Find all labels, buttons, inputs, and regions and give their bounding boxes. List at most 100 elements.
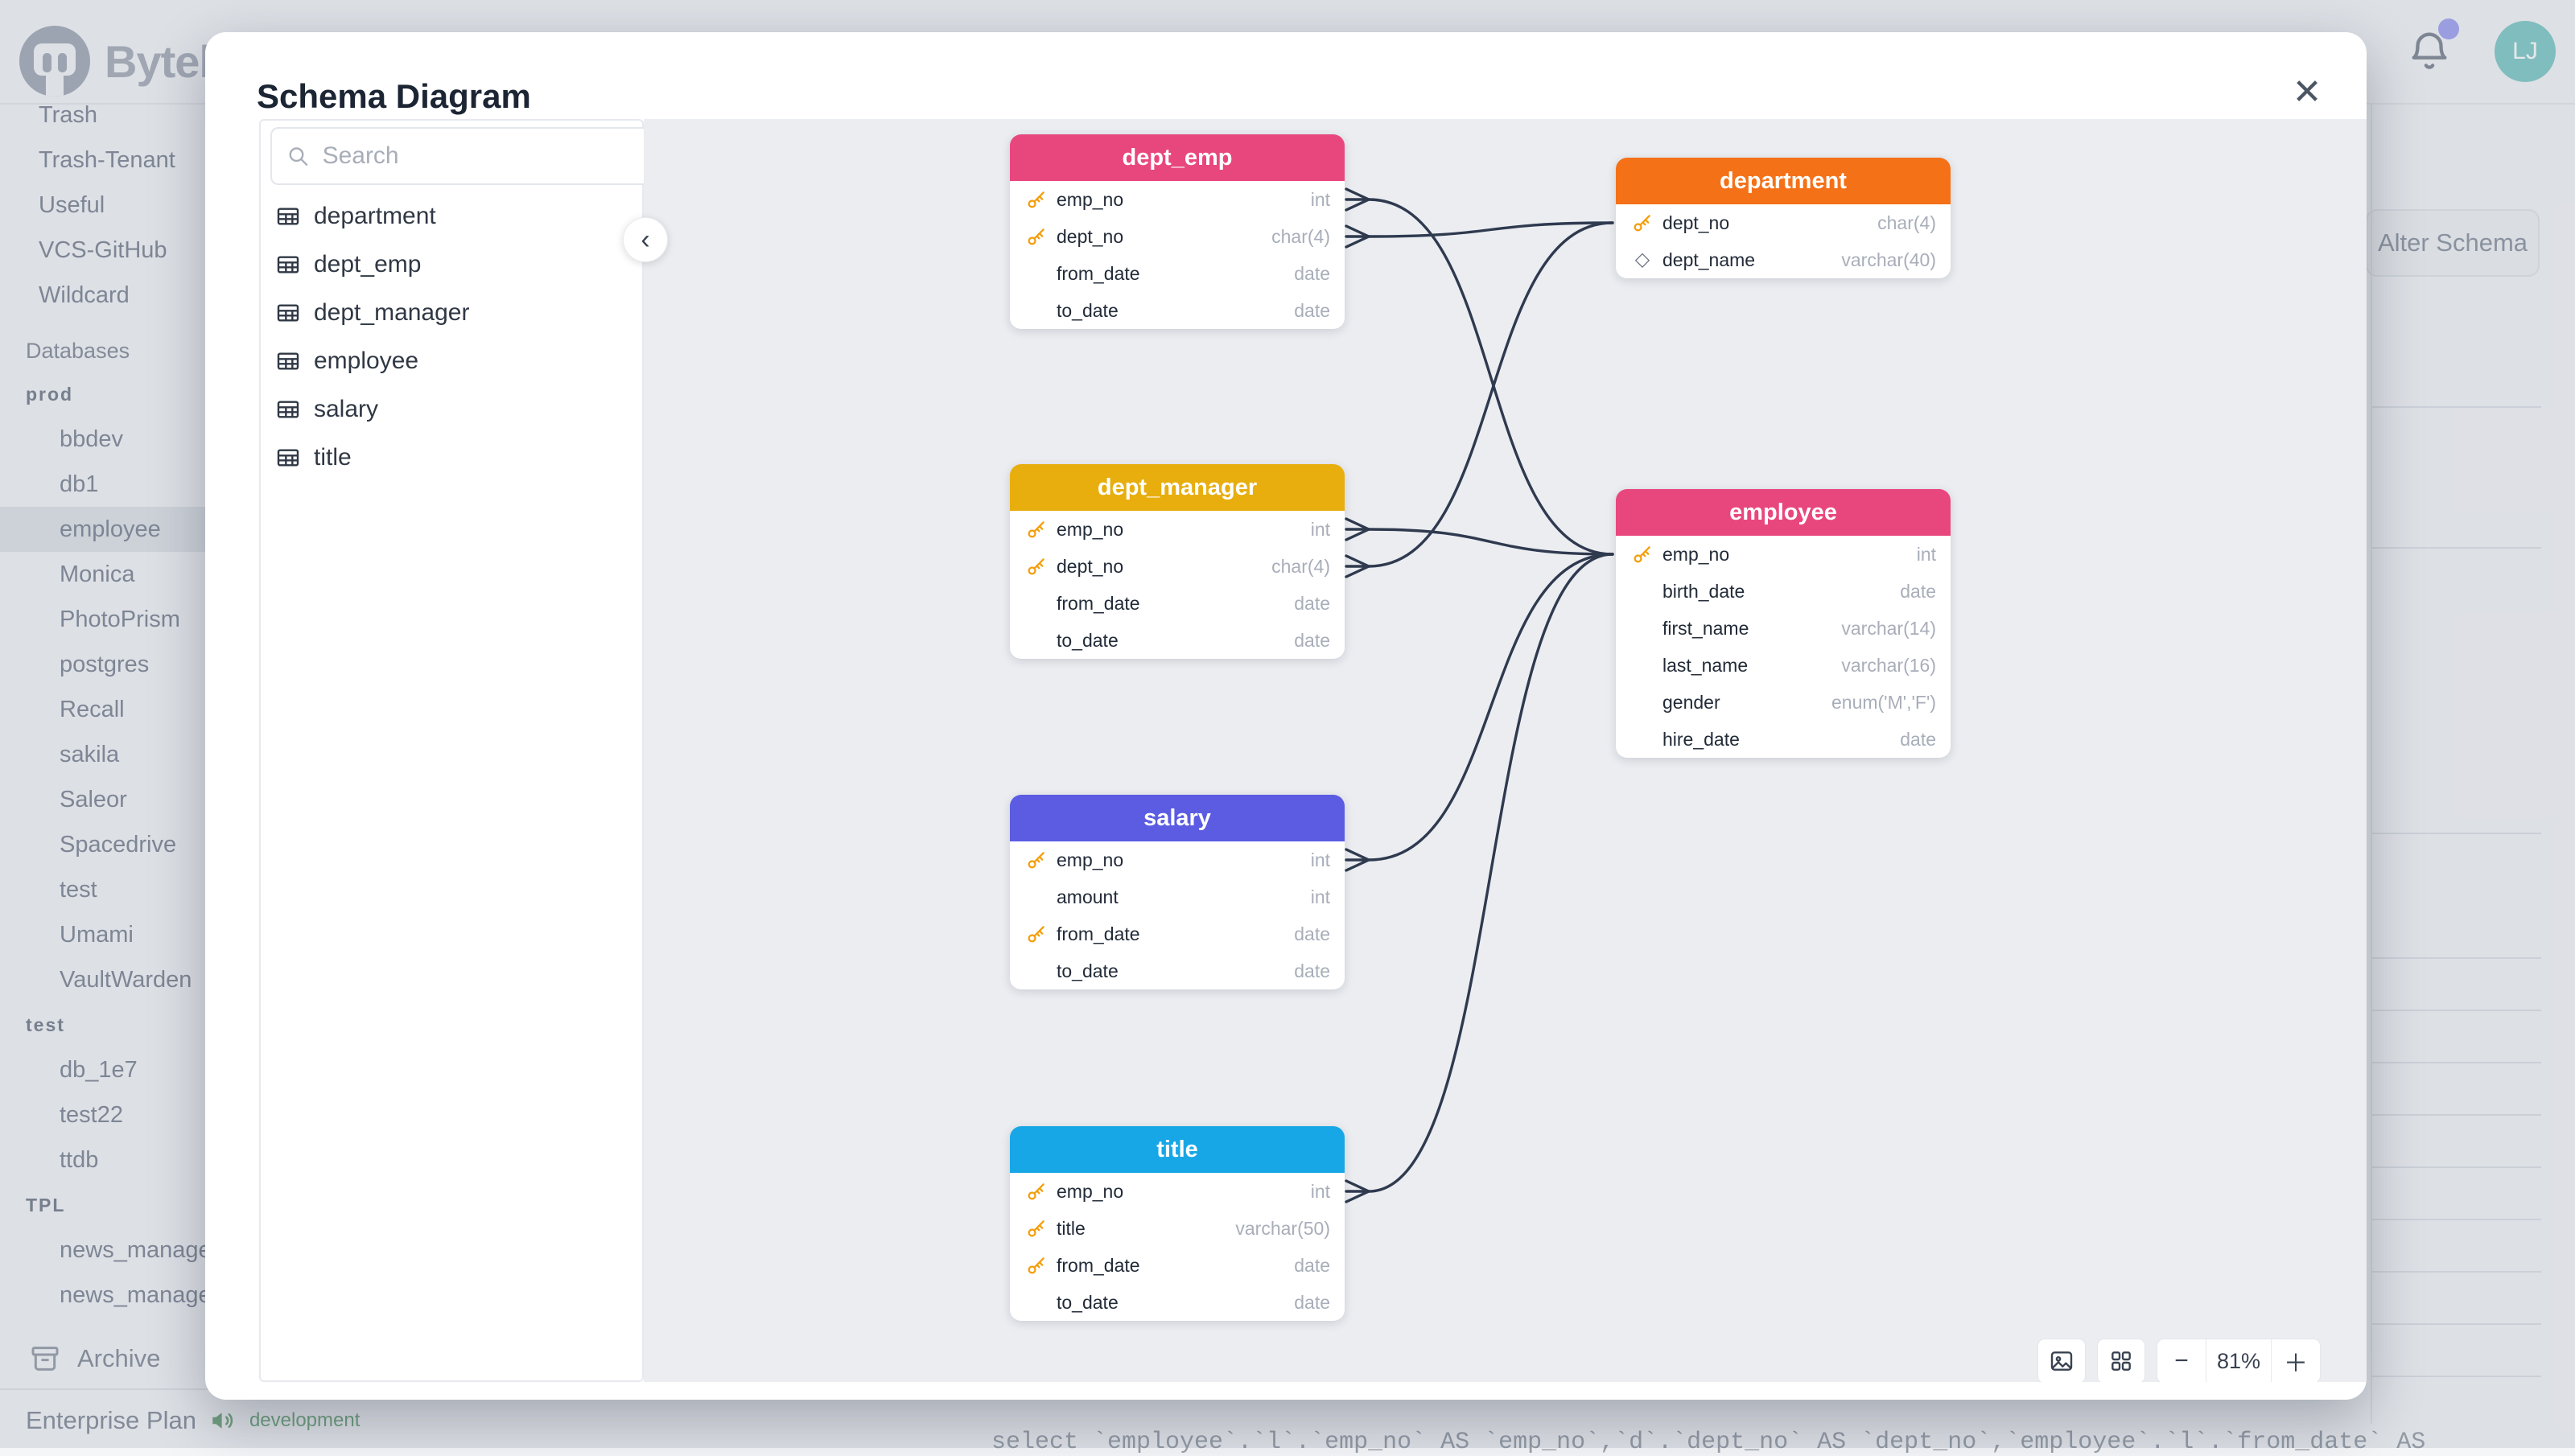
sidebar-item-test22: test22 — [60, 1101, 123, 1128]
column-name: dept_no — [1662, 212, 1730, 233]
primary-key-icon — [1630, 212, 1654, 233]
column-name: amount — [1057, 886, 1119, 907]
primary-key-icon — [1630, 544, 1654, 565]
table-icon — [277, 304, 299, 322]
sidebar-item-db_1e7: db_1e7 — [60, 1056, 138, 1083]
diamond-icon: ◇ — [1634, 249, 1650, 270]
search-box[interactable] — [270, 127, 652, 185]
primary-key-icon — [1024, 1181, 1049, 1202]
zoom-out-button[interactable]: − — [2157, 1339, 2206, 1382]
column-row-department-dept_no: dept_no char(4) — [1616, 204, 1951, 241]
relation-dept_emp-emp_no-to-employee-emp_no — [1345, 187, 1614, 556]
bg-row-line — [2372, 547, 2541, 549]
column-type: char(4) — [1271, 225, 1330, 247]
column-name: from_date — [1057, 592, 1140, 614]
column-type: date — [1294, 1254, 1330, 1276]
table-list-label: salary — [314, 396, 379, 422]
image-icon — [2050, 1351, 2073, 1371]
column-name: emp_no — [1662, 543, 1730, 565]
table-list-item-department[interactable]: department — [261, 192, 642, 241]
notification-dot — [2438, 18, 2459, 39]
key-icon — [1634, 215, 1650, 232]
avatar: LJ — [2495, 21, 2556, 82]
zoom-in-button[interactable]: ＋ — [2271, 1339, 2320, 1382]
column-name: hire_date — [1662, 728, 1740, 750]
column-type: date — [1294, 299, 1330, 321]
bg-row-line — [2372, 957, 2541, 959]
relation-dept_manager-emp_no-to-employee-emp_no — [1345, 517, 1614, 556]
column-type: enum('M','F') — [1831, 691, 1936, 713]
sidebar-group-test: test — [26, 1014, 65, 1035]
sidebar-item-trash-tenant: Trash-Tenant — [39, 146, 175, 173]
bytebase-logo-icon — [19, 26, 90, 97]
sidebar-group-TPL: TPL — [26, 1194, 66, 1215]
column-type: date — [1294, 629, 1330, 651]
column-type: date — [1900, 728, 1936, 750]
sidebar-item-archive: Archive — [0, 1336, 512, 1381]
column-type: date — [1900, 580, 1936, 602]
column-type: char(4) — [1271, 555, 1330, 577]
collapse-panel-button[interactable]: ‹ — [623, 217, 668, 262]
search-input[interactable] — [320, 142, 636, 171]
column-row-dept_manager-dept_no: dept_no char(4) — [1010, 548, 1345, 585]
column-type: date — [1294, 923, 1330, 944]
speaker-icon — [212, 1413, 233, 1429]
primary-key-icon — [1024, 189, 1049, 210]
bg-row-line — [2372, 833, 2541, 834]
table-icon — [277, 449, 299, 467]
sidebar-item-test: test — [60, 876, 97, 903]
close-icon[interactable]: ✕ — [2292, 72, 2322, 112]
primary-key-icon — [1024, 923, 1049, 944]
sidebar-item-sakila: sakila — [60, 741, 120, 767]
sidebar-item-monica: Monica — [60, 561, 135, 587]
table-list-item-salary[interactable]: salary — [261, 385, 642, 434]
sidebar-item-postgres: postgres — [60, 651, 150, 677]
sidebar-item-news_manage: news_manage — [60, 1236, 212, 1263]
entity-header-employee: employee — [1616, 489, 1951, 536]
key-icon — [1028, 228, 1044, 245]
sidebar-item-useful: Useful — [39, 191, 105, 218]
column-type: char(4) — [1877, 212, 1936, 233]
table-list-item-dept_manager[interactable]: dept_manager — [261, 289, 642, 337]
bg-row-line — [2372, 1010, 2541, 1011]
sidebar-item-photoprism: PhotoPrism — [60, 606, 180, 632]
export-image-button[interactable] — [2037, 1339, 2086, 1382]
table-list-item-title[interactable]: title — [261, 434, 642, 482]
column-name: dept_no — [1057, 225, 1124, 247]
column-name: dept_no — [1057, 555, 1124, 577]
primary-key-icon — [1024, 226, 1049, 247]
primary-key-icon — [1024, 1255, 1049, 1276]
table-list-label: title — [314, 444, 352, 471]
bell-icon — [2412, 32, 2447, 69]
column-name: last_name — [1662, 654, 1749, 676]
table-icon — [277, 401, 299, 418]
zoom-level: 81% — [2216, 1348, 2261, 1373]
column-type: date — [1294, 262, 1330, 284]
column-name: emp_no — [1057, 518, 1124, 540]
column-type: int — [1310, 188, 1330, 210]
column-type: int — [1916, 543, 1936, 565]
entity-header-department: department — [1616, 158, 1951, 204]
column-name: gender — [1662, 691, 1720, 713]
auto-layout-button[interactable] — [2097, 1339, 2145, 1382]
schema-diagram-modal: Schema Diagram ✕ departmentdept_empdept_… — [205, 32, 2367, 1400]
bg-row-line — [2372, 1114, 2541, 1116]
bg-row-line — [2372, 406, 2541, 408]
table-list-item-employee[interactable]: employee — [261, 337, 642, 385]
table-list-item-dept_emp[interactable]: dept_emp — [261, 241, 642, 289]
sidebar-item-spacedrive: Spacedrive — [60, 831, 177, 858]
